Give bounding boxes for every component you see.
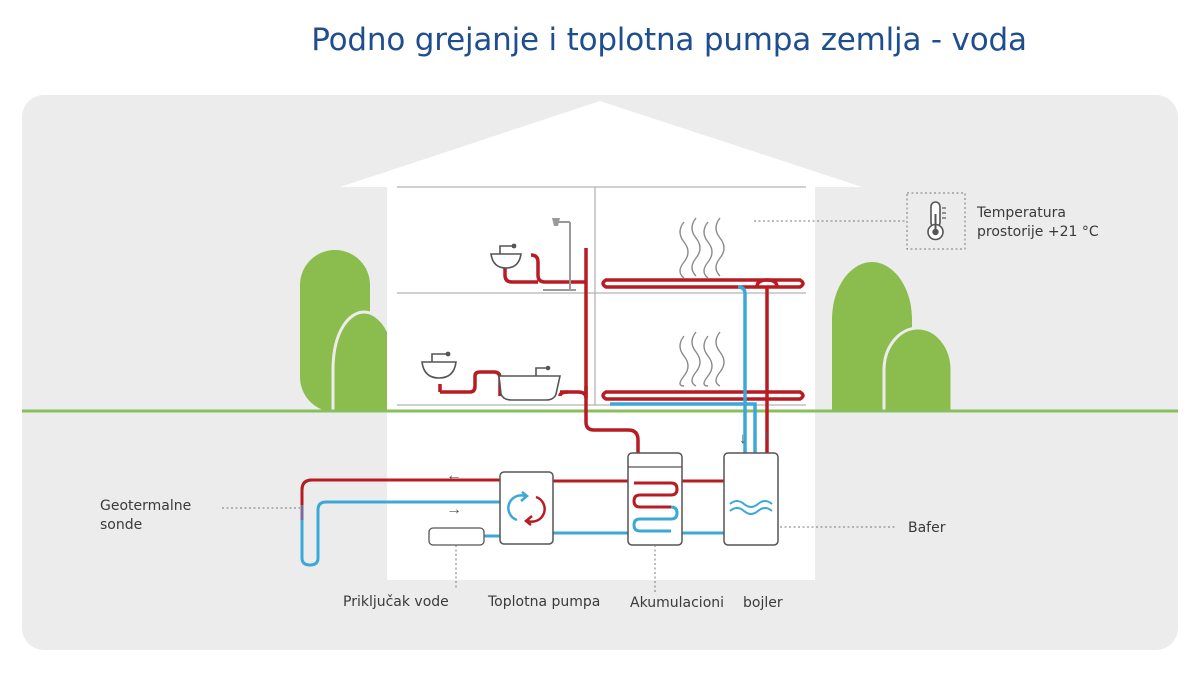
sanitary-pipe (438, 248, 640, 453)
coil-icon (632, 481, 679, 533)
boiler-label: bojler (743, 595, 783, 611)
arrow-down-icon: ↓ (739, 430, 747, 447)
circulation-arrows-icon (507, 491, 546, 526)
accumulation-boiler (627, 452, 683, 546)
buffer-label: Bafer (908, 520, 946, 536)
shower-icon (543, 218, 576, 291)
tree-left-front (331, 310, 398, 414)
thermometer-icon (906, 192, 966, 250)
geothermal-probe (300, 478, 500, 567)
sink-icon (421, 351, 457, 379)
heat-pump-label: Toplotna pumpa (487, 594, 600, 610)
house-upper (387, 187, 815, 412)
arrow-up-icon: ↑ (763, 427, 771, 444)
arrow-left-icon: ← (446, 467, 462, 484)
sink-icon (490, 243, 522, 269)
tree-right-front (882, 326, 954, 414)
geothermal-label-1: Geotermalne (100, 498, 191, 514)
unit-pipes (484, 479, 724, 538)
arrow-right-icon: → (446, 501, 462, 518)
heat-wave-icon (679, 331, 725, 387)
water-connection-label: Priključak vode (343, 594, 449, 610)
floor-heating-lower (601, 390, 805, 401)
bathtub-icon (498, 365, 561, 401)
geothermal-label-2: sonde (100, 517, 142, 533)
page-title: Podno grejanje i toplotna pumpa zemlja -… (311, 22, 1027, 58)
temperature-label-2: prostorije +21 °C (977, 224, 1099, 240)
house (340, 101, 862, 580)
heat-wave-icon (679, 217, 725, 279)
wave-icon (729, 500, 773, 515)
roof (340, 101, 862, 187)
temperature-label-1: Temperatura (976, 205, 1066, 221)
accumulation-label: Akumulacioni (630, 595, 724, 611)
buffer-tank (723, 452, 779, 546)
buffer-risers (610, 278, 779, 453)
heat-pump (499, 471, 554, 545)
water-connection (428, 527, 485, 546)
floor-heating-upper (601, 278, 805, 289)
